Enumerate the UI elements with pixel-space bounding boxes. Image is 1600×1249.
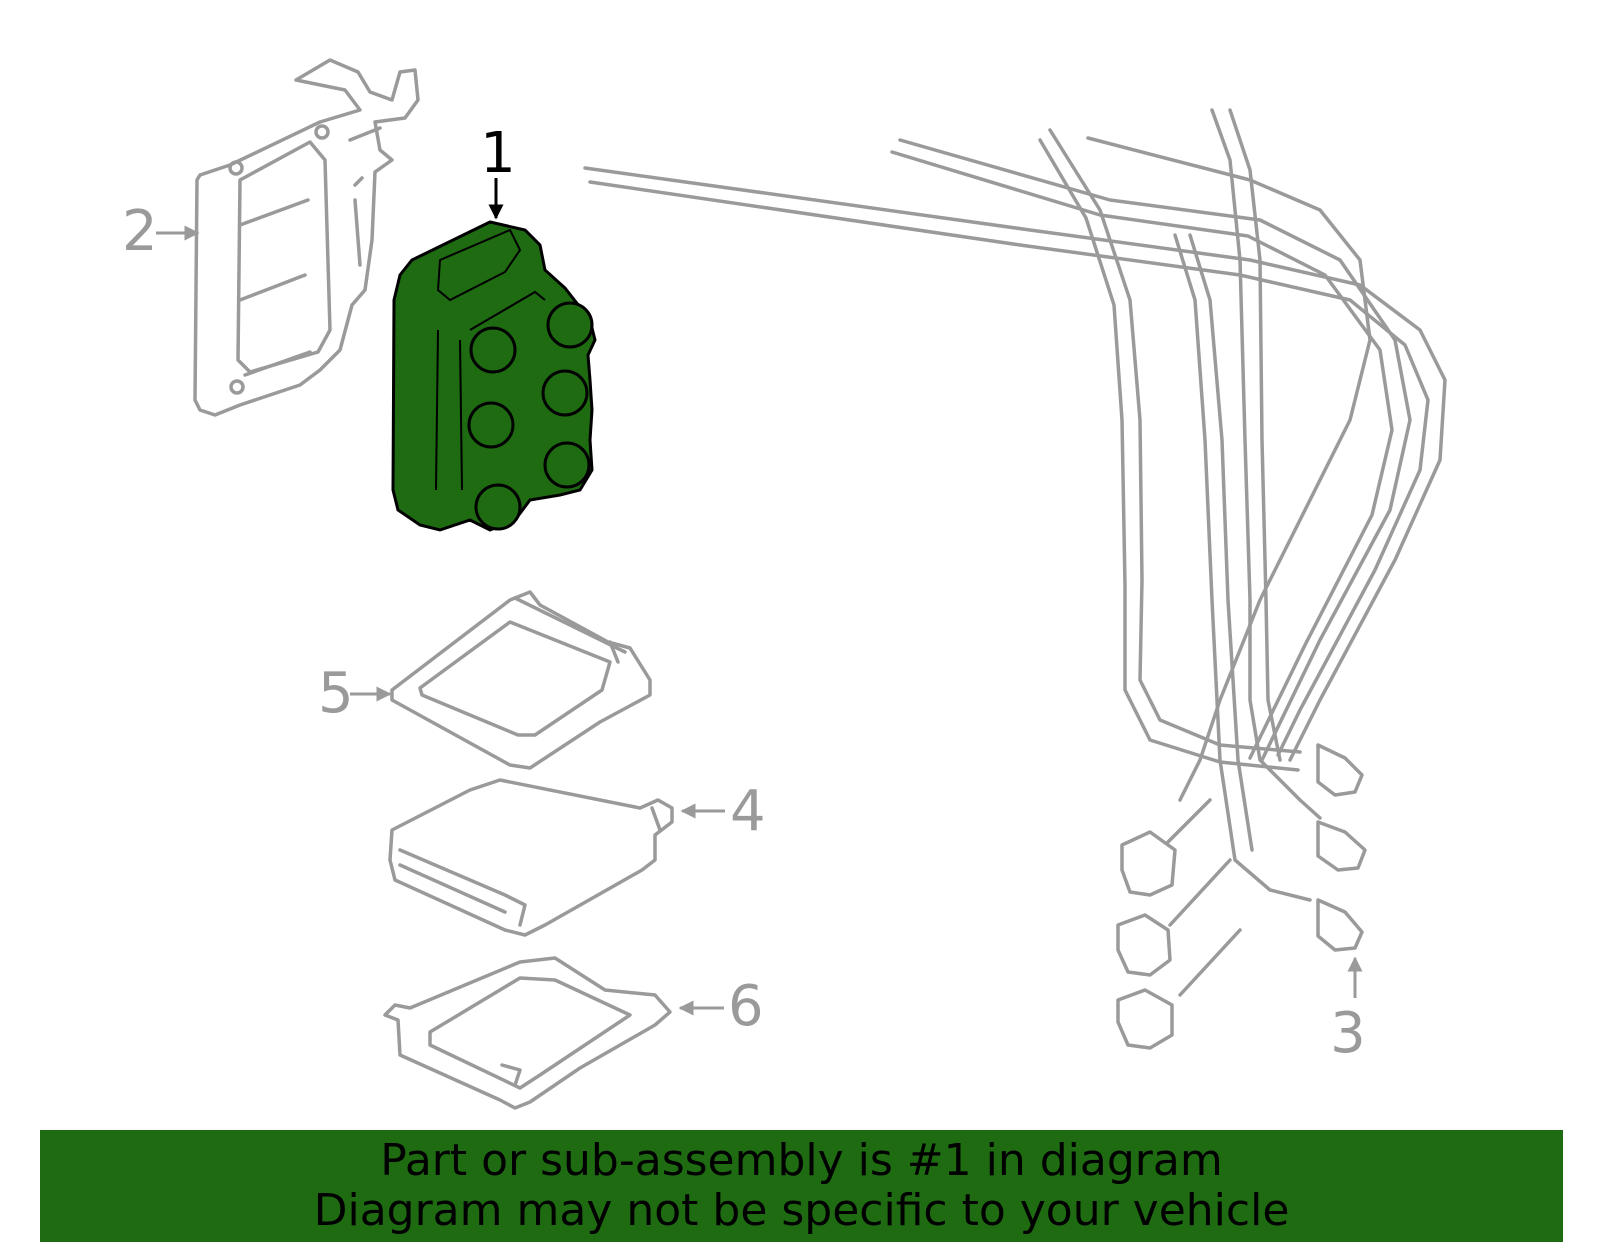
callout-1-number: 1 [480,121,516,186]
callout-3[interactable]: 3 [1330,956,1366,1066]
coil-terminal-boots [467,301,594,531]
ignition-coil-part-1 [391,220,597,532]
cover-part-5 [390,590,652,770]
callout-6-number: 6 [728,974,764,1039]
module-part-4 [388,778,674,937]
callout-3-number: 3 [1330,1001,1366,1066]
callout-2-number: 2 [122,199,158,264]
callout-4-number: 4 [730,779,766,844]
callout-6[interactable]: 6 [678,974,764,1039]
banner-line-1: Part or sub-assembly is #1 in diagram [380,1135,1223,1186]
disclaimer-banner: Part or sub-assembly is #1 in diagram Di… [40,1130,1563,1242]
callout-5[interactable]: 5 [318,661,392,726]
callout-5-number: 5 [318,661,354,726]
callout-1[interactable]: 1 [480,121,516,220]
spark-plug-wires-part-3 [583,108,1447,1050]
banner-line-2: Diagram may not be specific to your vehi… [313,1185,1290,1236]
callout-4[interactable]: 4 [680,779,766,844]
callout-2[interactable]: 2 [122,199,200,264]
bracket-part-2 [193,58,420,417]
tray-part-6 [383,956,672,1110]
